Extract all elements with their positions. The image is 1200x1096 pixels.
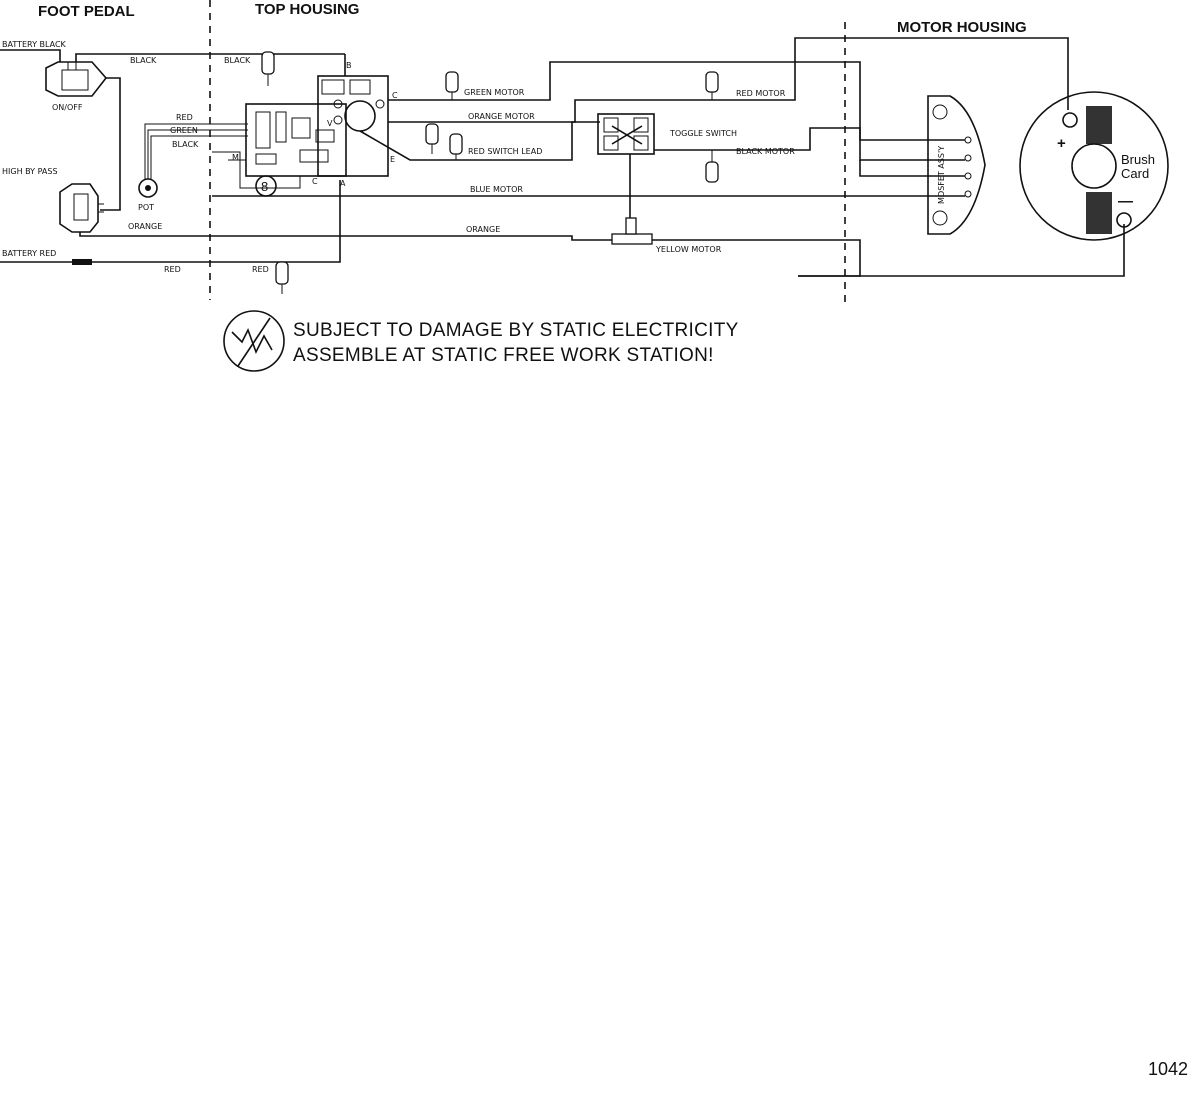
plus-terminal: + (1057, 135, 1066, 152)
black-connector (261, 51, 275, 86)
pot-label: POT (138, 203, 154, 212)
green-motor-label: GREEN MOTOR (464, 88, 525, 97)
battery-red-label: BATTERY RED (2, 249, 56, 258)
brush-card-label-2: Card (1121, 166, 1149, 181)
battery-black-wire (0, 49, 61, 62)
red-label-2: RED (252, 265, 269, 274)
high-by-pass-switch (59, 183, 104, 233)
section-top-housing: TOP HOUSING (255, 1, 359, 18)
terminal-v: V (327, 119, 333, 128)
orange-label-1: ORANGE (128, 222, 162, 231)
terminal-e: E (390, 155, 395, 164)
mosfet-assembly (927, 95, 986, 235)
terminal-a: A (340, 179, 346, 188)
page-number: 1042 (1147, 1059, 1188, 1079)
battery-red-connector (72, 259, 92, 265)
section-motor-housing: MOTOR HOUSING (897, 19, 1027, 36)
red-wire-main (92, 180, 341, 263)
yellow-motor-connector (611, 217, 653, 245)
red-switch-lead-label: RED SWITCH LEAD (468, 147, 542, 156)
green-motor-wire (388, 61, 861, 101)
toggle-switch-label: TOGGLE SWITCH (669, 129, 737, 138)
red-motor-label: RED MOTOR (736, 89, 786, 98)
motor-brush-card (1019, 91, 1169, 241)
orange-motor-connector (425, 123, 439, 154)
circuit-board (212, 75, 389, 189)
black-pot-label: BLACK (172, 140, 199, 149)
black-label-1: BLACK (130, 56, 157, 65)
static-warning-icon (223, 310, 285, 372)
red-label-1: RED (164, 265, 181, 274)
terminal-m: M (232, 153, 239, 162)
orange-label-2: ORANGE (466, 225, 500, 234)
section-foot-pedal: FOOT PEDAL (38, 3, 135, 20)
terminal-c2: C (312, 177, 318, 186)
yellow-motor-label: YELLOW MOTOR (655, 245, 722, 254)
minus-terminal: — (1118, 193, 1133, 210)
red-switch-lead-wire (359, 121, 600, 161)
high-by-pass-label: HIGH BY PASS (2, 167, 58, 176)
red-pot-label: RED (176, 113, 193, 122)
green-motor-to-mosfet (859, 96, 965, 161)
black-motor-label: BLACK MOTOR (736, 147, 795, 156)
red-motor-connector (705, 71, 719, 100)
blue-motor-label: BLUE MOTOR (470, 185, 523, 194)
green-pot-label: GREEN (170, 126, 198, 135)
toggle-switch (597, 113, 655, 155)
motor-return-wire (798, 224, 1125, 277)
red-switch-connector (449, 133, 463, 160)
orange-wire (79, 232, 612, 241)
orange-motor-label: ORANGE MOTOR (468, 112, 535, 121)
board-number: 8 (261, 179, 268, 194)
brush-card-label-1: Brush (1121, 152, 1155, 167)
battery-black-label: BATTERY BLACK (2, 40, 67, 49)
terminal-b: B (346, 61, 352, 70)
warning-line-1: SUBJECT TO DAMAGE BY STATIC ELECTRICITY (293, 320, 739, 341)
orange-motor-wire (388, 99, 650, 123)
on-off-label: ON/OFF (52, 103, 83, 112)
mosfet-lead-3 (859, 160, 965, 177)
pot-component (138, 123, 248, 198)
black-wire-top (75, 53, 345, 62)
on-off-switch (45, 61, 108, 97)
black-wire-bypass (100, 77, 121, 211)
mosfet-label: MOSFET ASS'Y (937, 146, 946, 204)
red-connector (275, 261, 289, 294)
warning-line-2: ASSEMBLE AT STATIC FREE WORK STATION! (293, 345, 714, 366)
black-motor-connector (705, 150, 719, 183)
red-motor-wire (650, 37, 1069, 110)
green-motor-connector (445, 71, 459, 100)
black-label-2: BLACK (224, 56, 251, 65)
terminal-c: C (392, 91, 398, 100)
